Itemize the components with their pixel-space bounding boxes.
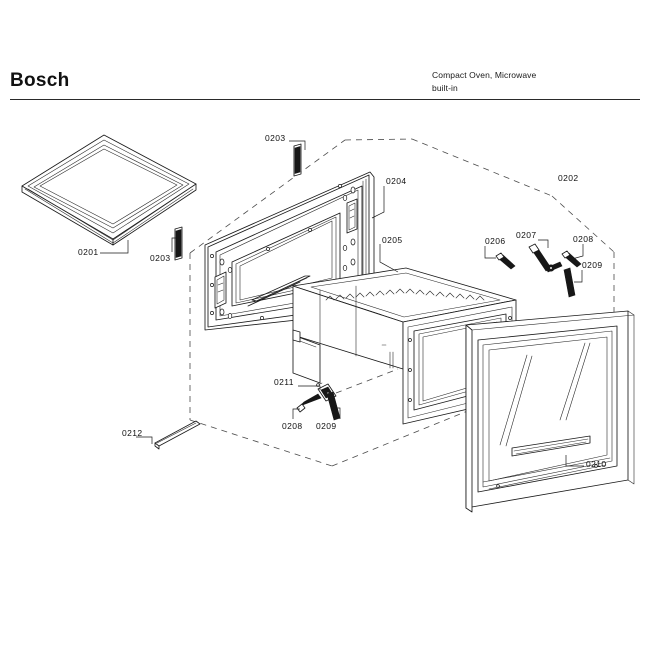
model-description: Compact Oven, Microwave built-in: [432, 69, 612, 95]
part-label-0207: 0207: [516, 230, 537, 240]
guideline-0211: [335, 368, 399, 394]
part-0208-screw-upper-right: [561, 250, 582, 268]
leader-0208-upper: [571, 244, 584, 260]
part-0203-latch-striker-upper: [293, 143, 302, 177]
model-line-1: Compact Oven, Microwave: [432, 70, 537, 80]
part-label-0202: 0202: [558, 173, 579, 183]
part-0203-latch-striker-lower: [174, 226, 183, 261]
leader-0201: [100, 240, 129, 254]
part-label-0209-upper: 0209: [582, 260, 603, 270]
leader-0205: [379, 244, 399, 273]
part-label-0203-lower: 0203: [150, 253, 171, 263]
part-0209-hinge-pin-lower: [326, 391, 341, 421]
part-label-0210: 0210: [586, 459, 607, 469]
leader-0211: [298, 385, 321, 390]
part-0206-screw-small: [495, 252, 516, 270]
leader-0207: [538, 239, 549, 248]
part-label-0204: 0204: [386, 176, 407, 186]
part-0212-trim-strip: [154, 420, 201, 450]
part-label-0203-upper: 0203: [265, 133, 286, 143]
part-label-0201: 0201: [78, 247, 99, 257]
part-label-0208-lower: 0208: [282, 421, 303, 431]
leader-0204: [371, 186, 385, 219]
leader-0209-lower: [337, 407, 341, 419]
part-label-0205: 0205: [382, 235, 403, 245]
leader-0206: [484, 246, 496, 259]
leader-0212: [136, 436, 153, 444]
part-label-0212: 0212: [122, 428, 143, 438]
part-0210-outer-door-glass-panel: [465, 310, 635, 513]
part-0209-hinge-pin-upper-right: [563, 267, 576, 298]
part-0201-door-seal-gasket: [21, 134, 197, 246]
part-0207-hinge-bracket-upper: [528, 243, 563, 273]
leader-0209-upper: [574, 270, 583, 283]
header-divider: [10, 99, 640, 100]
part-0208-screw-lower: [296, 393, 322, 413]
bosch-logo: Bosch: [10, 70, 70, 91]
part-label-0208-upper: 0208: [573, 234, 594, 244]
leader-0208-lower: [292, 408, 300, 419]
part-label-0209-lower: 0209: [316, 421, 337, 431]
leader-0210: [565, 455, 584, 467]
part-label-0206: 0206: [485, 236, 506, 246]
part-label-0211: 0211: [274, 377, 294, 387]
leader-0203-lower: [171, 237, 176, 252]
model-line-2: built-in: [432, 83, 458, 93]
leader-0203-upper: [289, 140, 306, 150]
